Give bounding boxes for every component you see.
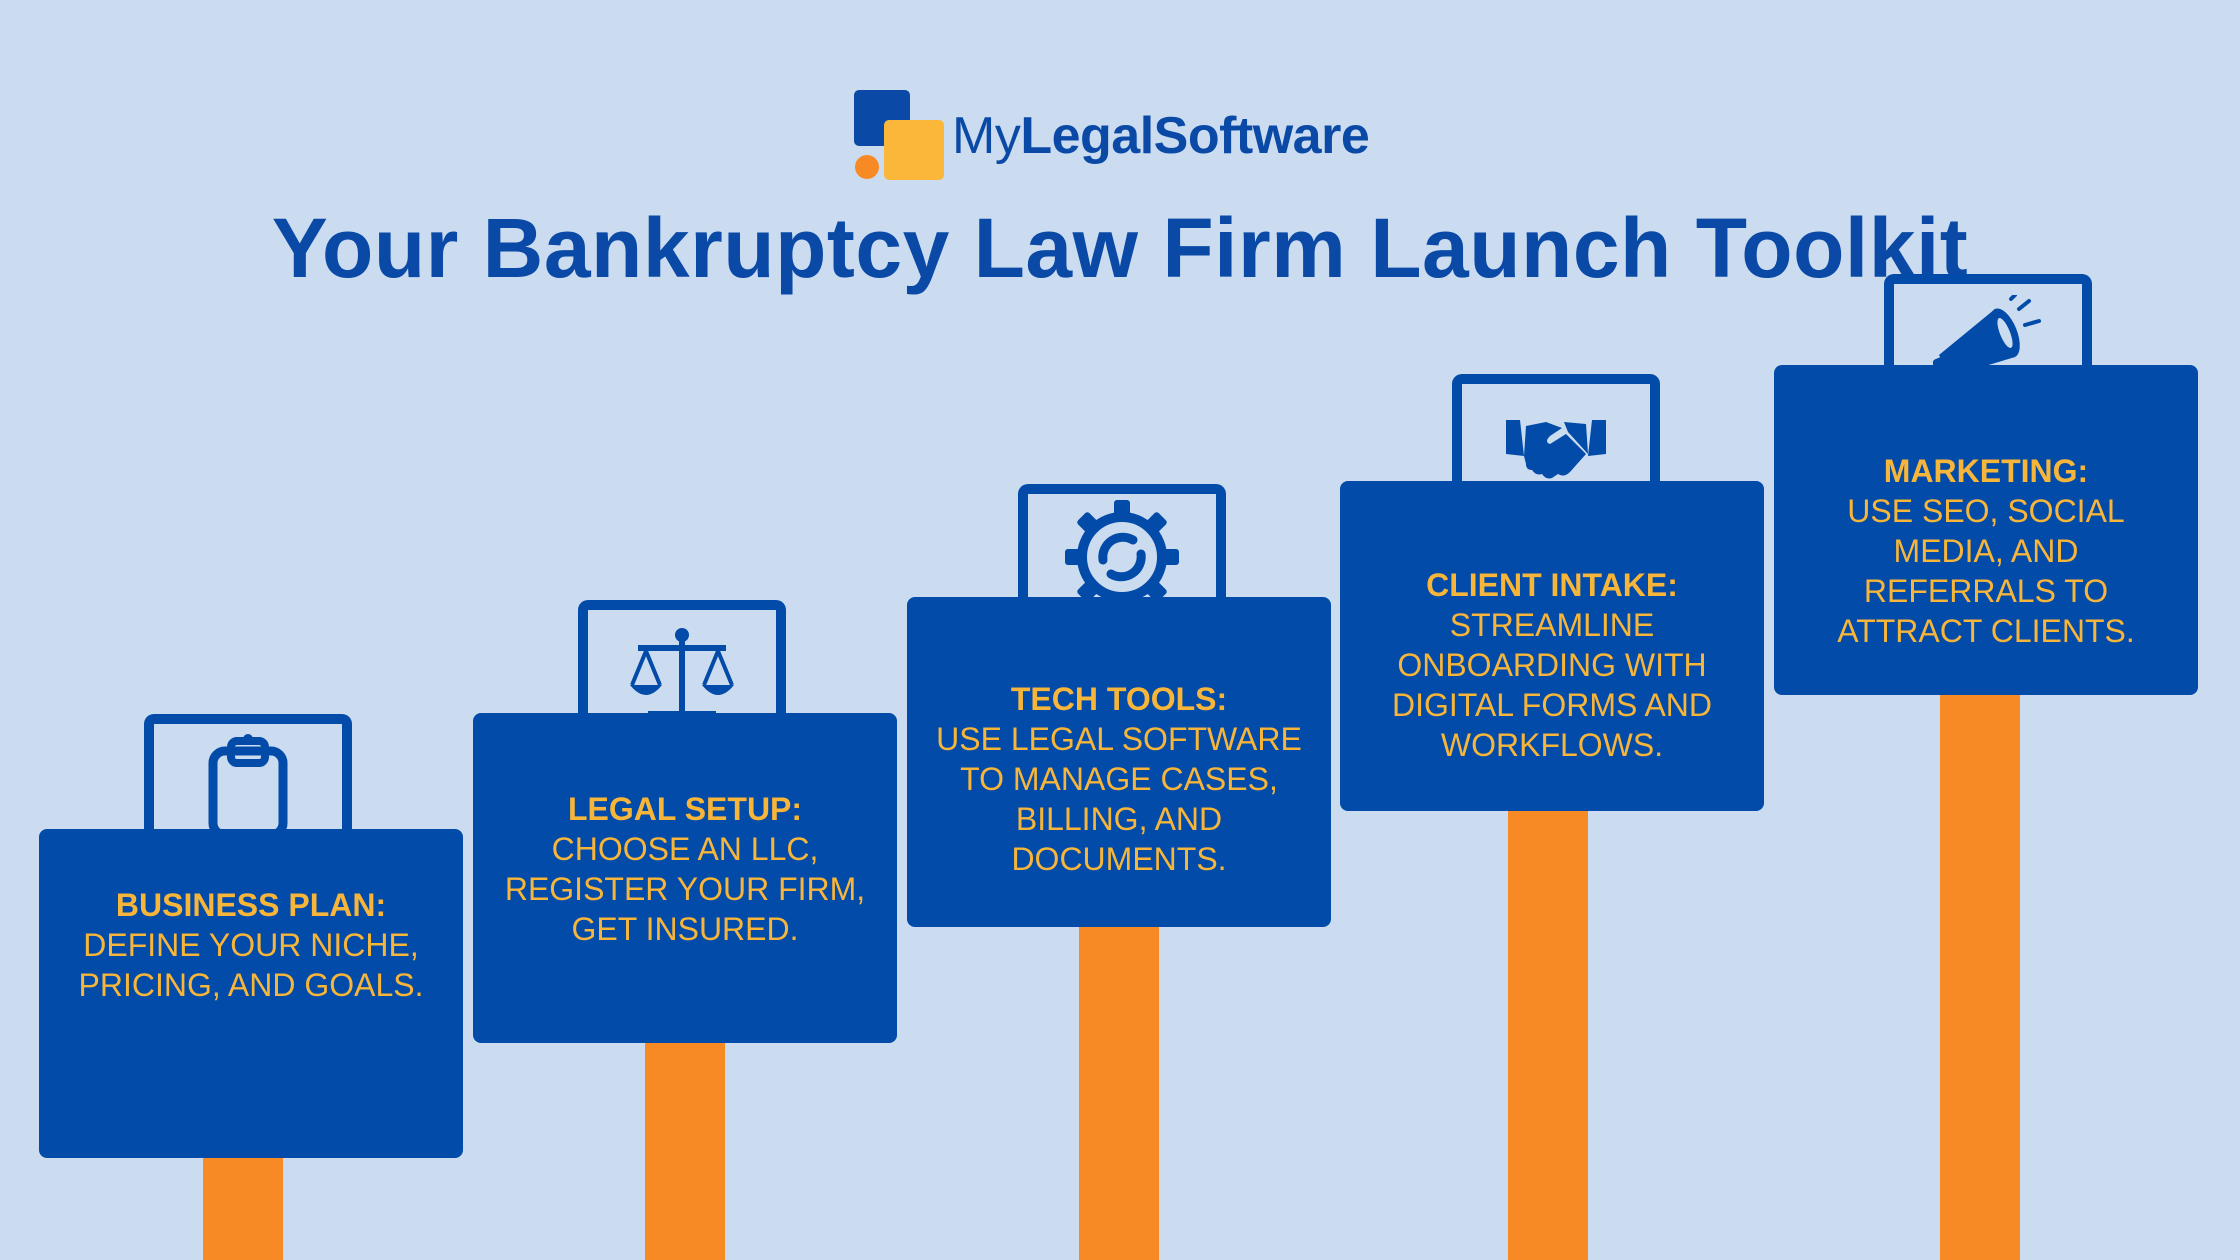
step-card-legal-setup: LEGAL SETUP: CHOOSE AN LLC, REGISTER YOU… — [473, 713, 897, 1043]
brand-logo: MyLegalSoftware — [854, 90, 1394, 182]
handshake-icon — [1506, 420, 1606, 479]
signpost-pole — [203, 1150, 283, 1260]
step-heading: LEGAL SETUP: — [567, 791, 803, 827]
scales-icon — [630, 628, 734, 717]
signpost-pole — [1079, 923, 1159, 1260]
logo-wordmark: MyLegalSoftware — [952, 107, 1370, 165]
step-description: STREAMLINE ONBOARDING WITH DIGITAL FORMS… — [1391, 607, 1713, 763]
step-card-business-plan: BUSINESS PLAN: DEFINE YOUR NICHE, PRICIN… — [39, 829, 463, 1158]
signpost-pole — [1508, 808, 1588, 1260]
step-description: DEFINE YOUR NICHE, PRICING, AND GOALS. — [78, 927, 424, 1003]
step-heading: TECH TOOLS: — [1010, 681, 1228, 717]
step-heading: BUSINESS PLAN: — [115, 887, 387, 923]
step-heading: CLIENT INTAKE: — [1426, 567, 1678, 603]
step-card-tech-tools: TECH TOOLS: USE LEGAL SOFTWARE TO MANAGE… — [907, 597, 1331, 927]
signpost-pole — [645, 1040, 725, 1260]
page-title: Your Bankruptcy Law Firm Launch Toolkit — [271, 201, 1969, 295]
step-heading: MARKETING: — [1883, 453, 2089, 489]
step-description: CHOOSE AN LLC, REGISTER YOUR FIRM, GET I… — [504, 831, 866, 947]
signpost-pole — [1940, 690, 2020, 1260]
step-description: USE LEGAL SOFTWARE TO MANAGE CASES, BILL… — [936, 721, 1302, 877]
logo-mark-icon — [854, 90, 944, 180]
step-card-client-intake: CLIENT INTAKE: STREAMLINE ONBOARDING WIT… — [1340, 481, 1764, 811]
step-card-marketing: MARKETING: USE SEO, SOCIAL MEDIA, AND RE… — [1774, 365, 2198, 695]
clipboard-icon — [208, 734, 288, 840]
step-description: USE SEO, SOCIAL MEDIA, AND REFERRALS TO … — [1837, 493, 2135, 649]
